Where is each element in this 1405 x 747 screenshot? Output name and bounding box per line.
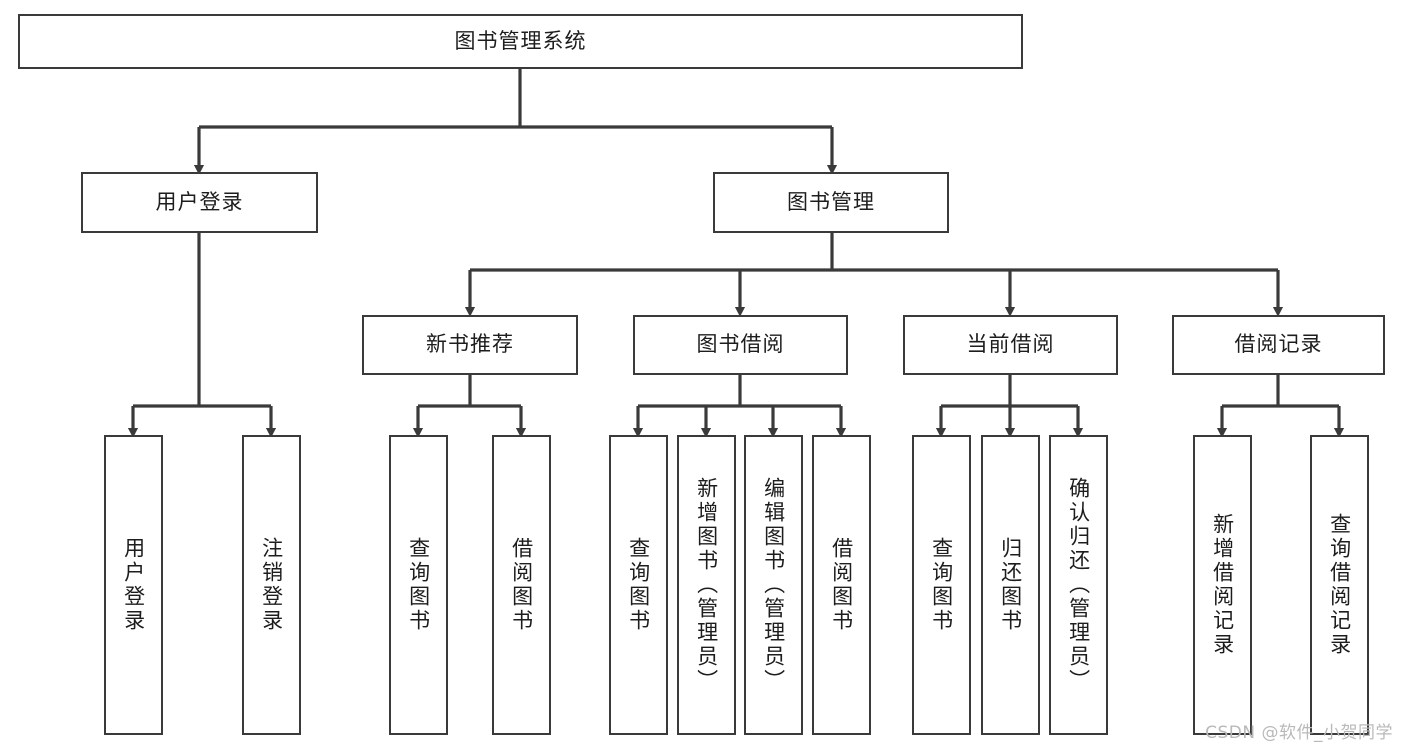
node-label: 查询图书 <box>626 537 651 633</box>
node-label: 新增图书（管理员） <box>694 477 719 693</box>
watermark-text: CSDN @软件_小贺同学 <box>1205 723 1393 743</box>
node-root-system[interactable]: 图书管理系统 <box>18 14 1023 69</box>
leaf-current-return-book[interactable]: 归还图书 <box>981 435 1040 735</box>
leaf-recommend-borrow-book[interactable]: 借阅图书 <box>492 435 551 735</box>
node-label: 查询图书 <box>929 537 954 633</box>
leaf-record-query-record[interactable]: 查询借阅记录 <box>1310 435 1369 735</box>
node-book-management[interactable]: 图书管理 <box>713 172 949 233</box>
node-current-borrow[interactable]: 当前借阅 <box>903 315 1118 375</box>
node-label: 查询借阅记录 <box>1327 513 1352 657</box>
node-label: 图书管理 <box>787 189 875 214</box>
node-label: 注销登录 <box>259 537 284 633</box>
leaf-borrow-query-book[interactable]: 查询图书 <box>609 435 668 735</box>
node-label: 借阅记录 <box>1234 332 1323 357</box>
leaf-borrow-add-book-admin[interactable]: 新增图书（管理员） <box>677 435 736 735</box>
node-book-borrow[interactable]: 图书借阅 <box>633 315 848 375</box>
node-label: 用户登录 <box>155 189 244 214</box>
leaf-user-login-login[interactable]: 用户登录 <box>104 435 163 735</box>
node-label: 借阅图书 <box>509 537 534 633</box>
node-borrow-record[interactable]: 借阅记录 <box>1172 315 1385 375</box>
leaf-recommend-query-book[interactable]: 查询图书 <box>389 435 448 735</box>
node-label: 查询图书 <box>406 537 431 633</box>
node-label: 确认归还（管理员） <box>1066 477 1091 693</box>
node-label: 新书推荐 <box>426 332 514 357</box>
leaf-record-add-record[interactable]: 新增借阅记录 <box>1193 435 1252 735</box>
leaf-user-login-logout[interactable]: 注销登录 <box>242 435 301 735</box>
leaf-borrow-edit-book-admin[interactable]: 编辑图书（管理员） <box>744 435 803 735</box>
node-label: 编辑图书（管理员） <box>761 477 786 693</box>
node-user-login[interactable]: 用户登录 <box>81 172 318 233</box>
node-label: 图书管理系统 <box>454 28 587 53</box>
node-label: 用户登录 <box>121 537 146 633</box>
leaf-current-query-book[interactable]: 查询图书 <box>912 435 971 735</box>
node-label: 新增借阅记录 <box>1210 513 1235 657</box>
node-label: 当前借阅 <box>966 332 1055 357</box>
leaf-current-confirm-return-admin[interactable]: 确认归还（管理员） <box>1049 435 1108 735</box>
node-label: 归还图书 <box>998 537 1023 633</box>
node-new-book-recommend[interactable]: 新书推荐 <box>362 315 578 375</box>
leaf-borrow-borrow-book[interactable]: 借阅图书 <box>812 435 871 735</box>
node-label: 借阅图书 <box>829 537 854 633</box>
node-label: 图书借阅 <box>696 332 785 357</box>
